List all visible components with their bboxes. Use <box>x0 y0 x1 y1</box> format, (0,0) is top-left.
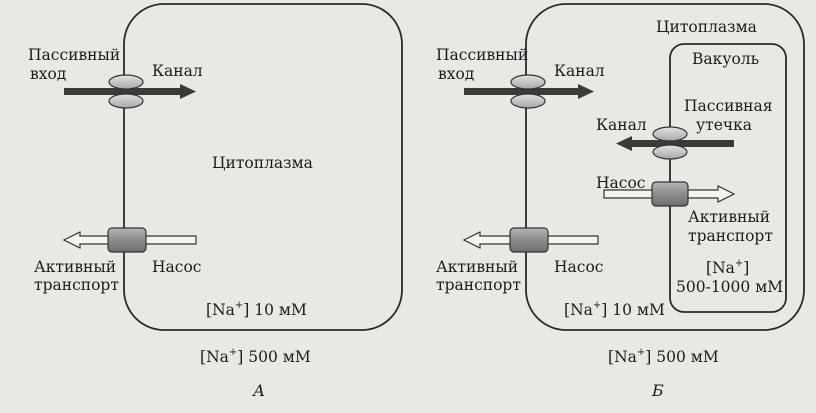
conc-outside-b: [Na+] 500 мМ <box>608 347 719 366</box>
passive-entry-arrow-a <box>64 84 196 99</box>
conc-inside-a: [Na+] 10 мМ <box>206 300 307 319</box>
pump-label-a: Насос <box>152 258 201 276</box>
passive-entry-arrow-b <box>464 84 594 99</box>
vacuole-label: Вакуоль <box>692 50 759 68</box>
channel-a <box>108 74 144 109</box>
vacuole-channel-label: Канал <box>596 116 647 134</box>
panel-letter-a: А <box>252 381 265 400</box>
vacuole-pump <box>651 181 689 207</box>
pump-label-b: Насос <box>554 258 603 276</box>
channel-b <box>510 74 546 109</box>
pump-b <box>509 227 549 253</box>
channel-label-b: Канал <box>554 62 605 80</box>
active-transport-label-a-1: Активный <box>34 258 116 276</box>
cytoplasm-label-b: Цитоплазма <box>656 18 757 36</box>
pump-a <box>107 227 147 253</box>
active-transport-label-b-1: Активный <box>436 258 518 276</box>
vacuole-pump-label: Насос <box>596 174 645 192</box>
conc-vacuole-ion: [Na+] <box>706 258 749 277</box>
passive-entry-label-a-1: Пассивный <box>28 46 120 64</box>
cell-membrane-b <box>525 3 805 331</box>
passive-leak-label-2: утечка <box>696 116 752 134</box>
channel-label-a: Канал <box>152 62 203 80</box>
panel-letter-b: Б <box>651 381 664 400</box>
vacuole-membrane <box>669 43 787 313</box>
passive-entry-label-a-2: вход <box>30 65 66 83</box>
vacuole-channel <box>652 126 688 160</box>
passive-leak-arrow <box>616 136 734 151</box>
passive-entry-label-b-1: Пассивный <box>436 46 528 64</box>
vacuole-active-transport-label-1: Активный <box>688 208 770 226</box>
vacuole-active-transport-label-2: транспорт <box>688 227 773 245</box>
conc-vacuole-value: 500-1000 мМ <box>676 278 783 296</box>
conc-outside-a: [Na+] 500 мМ <box>200 347 311 366</box>
active-transport-label-a-2: транспорт <box>34 276 119 294</box>
passive-entry-label-b-2: вход <box>438 65 474 83</box>
cytoplasm-label-a: Цитоплазма <box>212 154 313 172</box>
active-transport-label-b-2: транспорт <box>436 276 521 294</box>
conc-inside-b: [Na+] 10 мМ <box>564 300 665 319</box>
panel-a: Пассивный вход Канал Цитоплазма Активный… <box>28 3 403 400</box>
passive-leak-label-1: Пассивная <box>684 97 773 115</box>
panel-b: Пассивный вход Канал Цитоплазма Вакуоль … <box>436 3 805 400</box>
cell-membrane-a <box>123 3 403 331</box>
